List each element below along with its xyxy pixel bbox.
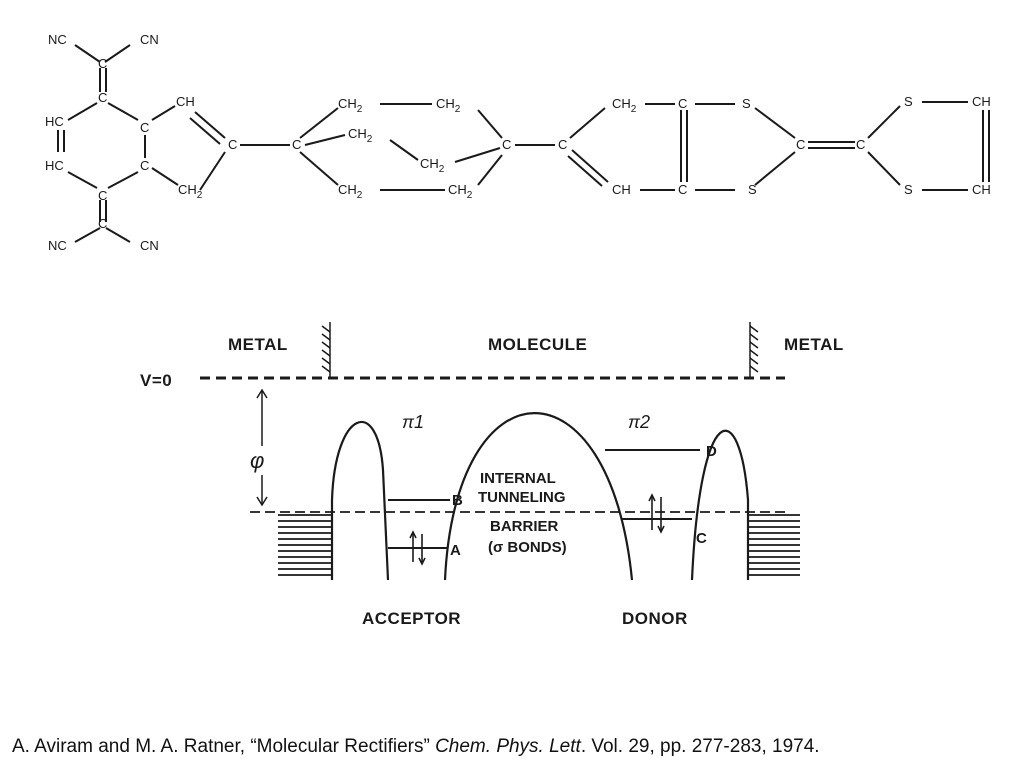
level-d-label: D — [706, 443, 717, 460]
metal-filled-states-right — [748, 514, 800, 576]
atom-label: C — [140, 120, 149, 135]
level-c-label: C — [696, 530, 707, 547]
level-a-label: A — [450, 542, 461, 559]
atom-label: C — [678, 96, 687, 111]
atom-label: S — [904, 182, 913, 197]
atom-label: C — [228, 137, 237, 152]
metal-right-label: METAL — [784, 335, 844, 354]
pi2-label: π2 — [628, 412, 650, 432]
molecule-structure — [57, 44, 990, 243]
donor-label: DONOR — [622, 609, 688, 628]
atom-label: CH2 — [420, 156, 445, 175]
atom-label: CH2 — [348, 126, 373, 145]
atom-label: S — [742, 96, 751, 111]
barrier-text-sigma-bonds: (σ BONDS) — [488, 539, 567, 556]
phi-label: φ — [250, 448, 264, 473]
right-barrier — [690, 429, 750, 581]
atom-label: S — [904, 94, 913, 109]
citation-journal: Chem. Phys. Lett — [435, 736, 581, 757]
atom-label: C — [502, 137, 511, 152]
diagram-labels: METAL MOLECULE METAL V=0 φ π1 π2 INTERNA… — [140, 335, 844, 628]
pi1-label: π1 — [402, 412, 424, 432]
barrier-text-barrier: BARRIER — [490, 518, 559, 535]
electron-pair-a — [409, 530, 426, 566]
electrode-hatch-right — [749, 322, 759, 378]
barrier-text-tunneling: TUNNELING — [478, 489, 566, 506]
atom-label: CN — [140, 238, 159, 253]
acceptor-label: ACCEPTOR — [362, 609, 461, 628]
atom-label: CH2 — [338, 182, 363, 201]
atom-label: C — [856, 137, 865, 152]
atom-label: CH2 — [338, 96, 363, 115]
atom-label: CH2 — [436, 96, 461, 115]
atom-label: CH2 — [178, 182, 203, 201]
atom-label: HC — [45, 114, 64, 129]
citation-authors-title: A. Aviram and M. A. Ratner, “Molecular R… — [12, 736, 436, 757]
atom-label: C — [98, 90, 107, 105]
atom-label: CH2 — [448, 182, 473, 201]
barrier-text-internal: INTERNAL — [480, 470, 556, 487]
atom-label: CH — [176, 94, 195, 109]
molecule-label: MOLECULE — [488, 335, 587, 354]
atom-label: CH — [972, 182, 991, 197]
metal-filled-states-left — [278, 514, 332, 576]
atom-label: CN — [140, 32, 159, 47]
atom-label: C — [796, 137, 805, 152]
molecule-atom-labels: NC CN C C HC C HC C C C NC CN CH CH2 C C… — [45, 32, 991, 253]
metal-left-label: METAL — [228, 335, 288, 354]
atom-label: HC — [45, 158, 64, 173]
v0-label: V=0 — [140, 371, 172, 390]
electron-pair-c — [648, 493, 665, 534]
level-b-label: B — [452, 492, 463, 509]
atom-label: CH — [972, 94, 991, 109]
central-tunneling-barrier — [443, 412, 634, 581]
atom-label: C — [98, 56, 107, 71]
atom-label: CH — [612, 182, 631, 197]
atom-label: S — [748, 182, 757, 197]
electrode-hatch-left — [321, 322, 331, 378]
atom-label: CH2 — [612, 96, 637, 115]
atom-label: C — [98, 188, 107, 203]
atom-label: C — [558, 137, 567, 152]
citation-details: . Vol. 29, pp. 277-283, 1974. — [580, 736, 820, 757]
citation: A. Aviram and M. A. Ratner, “Molecular R… — [12, 736, 820, 758]
atom-label: C — [98, 216, 107, 231]
atom-label: C — [678, 182, 687, 197]
left-barrier — [330, 421, 390, 581]
atom-label: NC — [48, 238, 67, 253]
energy-diagram — [200, 322, 800, 581]
atom-label: C — [292, 137, 301, 152]
atom-label: C — [140, 158, 149, 173]
phi-arrow — [256, 388, 268, 507]
atom-label: NC — [48, 32, 67, 47]
